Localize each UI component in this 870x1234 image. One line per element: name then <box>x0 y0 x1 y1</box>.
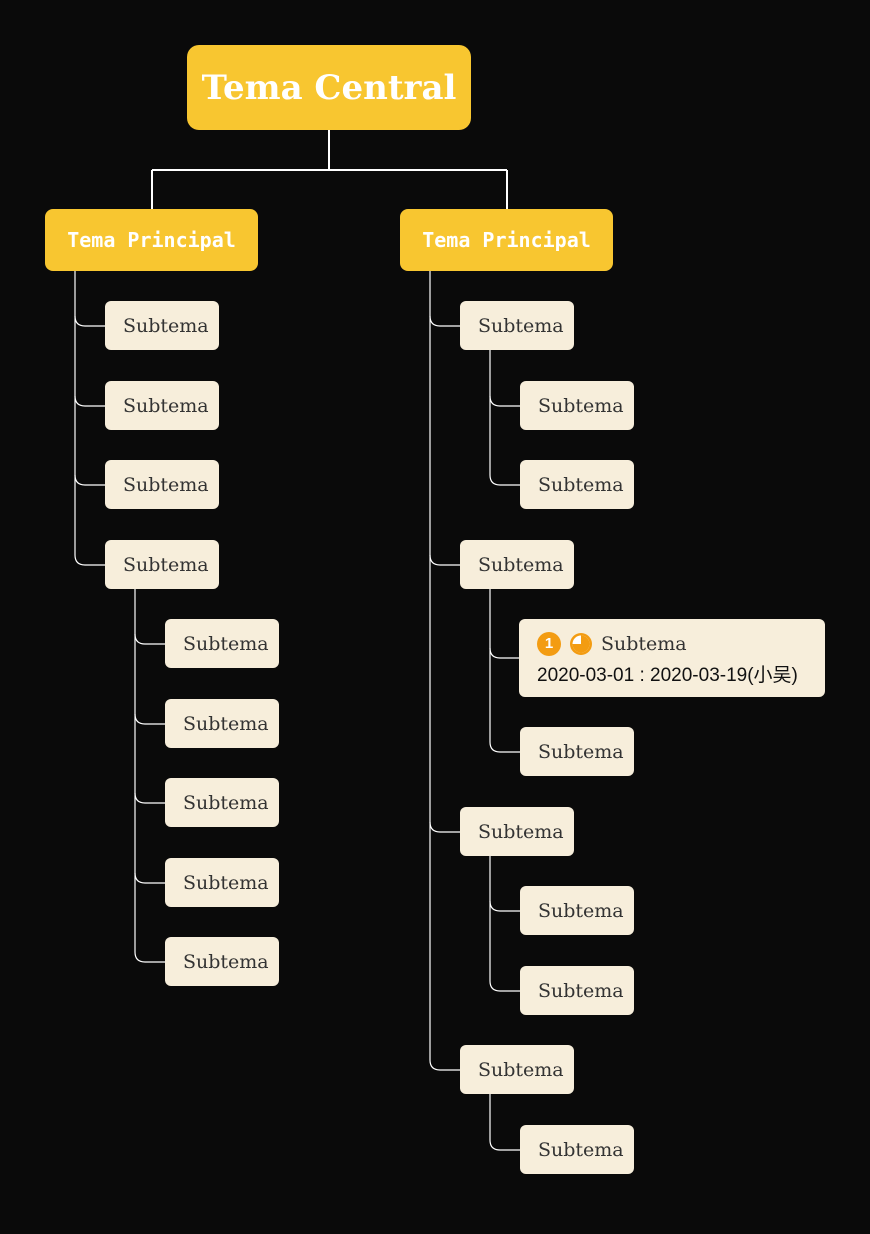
connector-right-sub-1 <box>429 315 460 327</box>
subtopic-child[interactable]: Subtema <box>165 778 279 827</box>
central-topic-label: Tema Central <box>201 67 457 108</box>
subtopic-child[interactable]: Subtema <box>520 381 634 430</box>
connector-left-nested-3 <box>134 792 165 804</box>
subtopic[interactable]: Subtema <box>460 1045 574 1094</box>
subtopic[interactable]: Subtema <box>105 381 219 430</box>
connector-right-g1-1 <box>489 395 520 407</box>
subtopic-label: Subtema <box>478 820 564 843</box>
subtopic[interactable]: Subtema <box>105 301 219 350</box>
subtopic[interactable]: Subtema <box>105 460 219 509</box>
task-header: 1 Subtema <box>537 630 687 658</box>
connector-right-g4-spine <box>489 1094 520 1151</box>
central-topic[interactable]: Tema Central <box>187 45 471 130</box>
subtopic-child[interactable]: Subtema <box>520 460 634 509</box>
priority-value: 1 <box>544 635 554 652</box>
connector-right-g2-1 <box>489 647 520 659</box>
subtopic-label: Subtema <box>538 740 624 763</box>
main-topic-left[interactable]: Tema Principal <box>45 209 258 271</box>
connector-left-sub-1 <box>74 315 105 327</box>
subtopic-child[interactable]: Subtema <box>520 1125 634 1174</box>
subtopic-label: Subtema <box>538 979 624 1002</box>
subtopic-child[interactable]: Subtema <box>165 699 279 748</box>
progress-75-icon <box>569 632 593 656</box>
subtopic-label: Subtema <box>183 871 269 894</box>
connector-right-g3-1 <box>489 900 520 912</box>
connector-central-main <box>151 130 508 209</box>
connector-left-nested-4 <box>134 872 165 884</box>
task-dates: 2020-03-01 : 2020-03-19(小吴) <box>537 664 798 686</box>
subtopic-child[interactable]: Subtema <box>165 937 279 986</box>
subtopic-label: Subtema <box>183 791 269 814</box>
subtopic-child[interactable]: Subtema <box>520 966 634 1015</box>
subtopic[interactable]: Subtema <box>460 807 574 856</box>
subtopic-child[interactable]: Subtema <box>520 727 634 776</box>
subtopic-label: Subtema <box>478 314 564 337</box>
subtopic-child[interactable]: Subtema <box>165 619 279 668</box>
connector-right-spine <box>429 271 460 1071</box>
subtopic-label: Subtema <box>478 553 564 576</box>
subtopic-label: Subtema <box>123 314 209 337</box>
connector-left-nested-2 <box>134 713 165 725</box>
connector-left-sub-2 <box>74 395 105 407</box>
connector-left-sub-3 <box>74 474 105 486</box>
subtopic-task[interactable]: 1 Subtema 2020-03-01 : 2020-03-19(小吴) <box>519 619 825 697</box>
connector-right-g2-spine <box>489 589 520 753</box>
subtopic-child[interactable]: Subtema <box>520 886 634 935</box>
subtopic-label: Subtema <box>123 473 209 496</box>
subtopic-label: Subtema <box>538 473 624 496</box>
subtopic[interactable]: Subtema <box>460 540 574 589</box>
subtopic-label: Subtema <box>538 1138 624 1161</box>
subtopic[interactable]: Subtema <box>105 540 219 589</box>
subtopic-label: Subtema <box>183 950 269 973</box>
main-topic-label: Tema Principal <box>422 228 591 252</box>
subtopic-child[interactable]: Subtema <box>165 858 279 907</box>
connector-right-sub-2 <box>429 554 460 566</box>
connector-left-nested-1 <box>134 633 165 645</box>
subtopic-label: Subtema <box>183 712 269 735</box>
main-topic-label: Tema Principal <box>67 228 236 252</box>
subtopic-label: Subtema <box>538 899 624 922</box>
connector-right-sub-3 <box>429 821 460 833</box>
progress-wedge <box>572 635 590 652</box>
connector-right-g3-spine <box>489 856 520 992</box>
subtopic-label: Subtema <box>601 632 687 655</box>
subtopic-label: Subtema <box>478 1058 564 1081</box>
subtopic[interactable]: Subtema <box>460 301 574 350</box>
connector-left-spine <box>74 271 105 566</box>
subtopic-label: Subtema <box>183 632 269 655</box>
main-topic-right[interactable]: Tema Principal <box>400 209 613 271</box>
priority-1-icon: 1 <box>537 631 561 656</box>
subtopic-label: Subtema <box>123 553 209 576</box>
connector-left-nested-spine <box>134 589 165 963</box>
subtopic-label: Subtema <box>538 394 624 417</box>
subtopic-label: Subtema <box>123 394 209 417</box>
connector-right-g1-spine <box>489 350 520 486</box>
